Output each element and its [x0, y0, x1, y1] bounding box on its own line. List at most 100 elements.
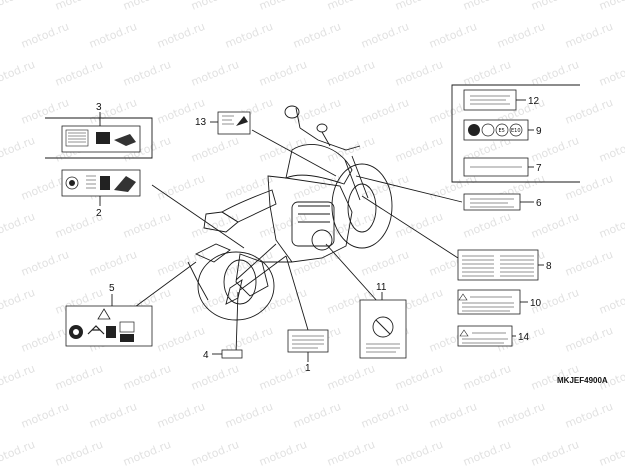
- watermark-text: motod.ru: [393, 438, 445, 468]
- watermark-text: motod.ru: [393, 134, 445, 165]
- mirror-right: [316, 123, 328, 133]
- watermark-text: motod.ru: [495, 400, 547, 431]
- engine-cover: [311, 229, 333, 251]
- watermark-text: motod.ru: [597, 286, 625, 317]
- watermark-text: motod.ru: [393, 362, 445, 393]
- watermark-text: motod.ru: [563, 20, 615, 51]
- callout-6: 6: [536, 198, 542, 209]
- watermark-text: motod.ru: [189, 210, 241, 241]
- watermark-text: motod.ru: [155, 20, 207, 51]
- leader-11: [325, 243, 379, 303]
- watermark-text: motod.ru: [495, 20, 547, 51]
- watermark-text: motod.ru: [189, 134, 241, 165]
- label-1: [287, 329, 329, 353]
- leader-4: [235, 291, 239, 355]
- watermark-text: motod.ru: [19, 20, 71, 51]
- watermark-text: motod.ru: [121, 0, 173, 13]
- watermark-text: motod.ru: [427, 20, 479, 51]
- seat: [221, 189, 277, 223]
- leader-2: [151, 184, 245, 249]
- watermark-text: motod.ru: [257, 134, 309, 165]
- watermark-text: motod.ru: [597, 0, 625, 13]
- callout-1: 1: [305, 363, 311, 374]
- watermark-text: motod.ru: [461, 362, 513, 393]
- watermark-text: motod.ru: [53, 438, 105, 468]
- muffler: [235, 253, 269, 297]
- watermark-text: motod.ru: [19, 324, 71, 355]
- callout-4: 4: [203, 350, 209, 361]
- watermark-text: motod.ru: [0, 362, 37, 393]
- watermark-text: motod.ru: [461, 210, 513, 241]
- watermark-text: motod.ru: [189, 286, 241, 317]
- watermark-text: motod.ru: [53, 58, 105, 89]
- label-12: [463, 89, 517, 111]
- watermark-text: motod.ru: [359, 400, 411, 431]
- watermark-text: motod.ru: [189, 362, 241, 393]
- callout-3: 3: [96, 102, 102, 113]
- watermark-text: motod.ru: [0, 286, 37, 317]
- mirror-left: [284, 105, 300, 119]
- watermark-text: motod.ru: [291, 248, 343, 279]
- watermark-text: motod.ru: [393, 0, 445, 13]
- panel-frames: [45, 84, 580, 183]
- watermark-text: motod.ru: [325, 438, 377, 468]
- watermark-text: motod.ru: [563, 96, 615, 127]
- watermark-text: motod.ru: [359, 248, 411, 279]
- front-disc: [347, 183, 377, 233]
- watermark-text: motod.ru: [121, 58, 173, 89]
- watermark-text: motod.ru: [53, 0, 105, 13]
- watermark-text: motod.ru: [257, 362, 309, 393]
- label-3: [61, 125, 141, 153]
- callout-7: 7: [536, 163, 542, 174]
- watermark-text: motod.ru: [19, 96, 71, 127]
- watermark-text: motod.ru: [0, 134, 37, 165]
- rear-wheel-hub: [223, 259, 257, 305]
- watermark-text: motod.ru: [529, 134, 581, 165]
- watermark-text: motod.ru: [597, 438, 625, 468]
- callout-stubs: [99, 99, 544, 362]
- panel-frame-3: [45, 117, 153, 159]
- callout-10: 10: [530, 298, 542, 309]
- label-13: [217, 111, 251, 135]
- watermark-text: motod.ru: [461, 0, 513, 13]
- watermark-text: motod.ru: [563, 248, 615, 279]
- watermark-text: motod.ru: [291, 20, 343, 51]
- watermark-text: motod.ru: [563, 400, 615, 431]
- watermark-text: motod.ru: [325, 134, 377, 165]
- watermark-text: motod.ru: [189, 438, 241, 468]
- watermark-text: motod.ru: [597, 210, 625, 241]
- watermark-text: motod.ru: [223, 172, 275, 203]
- callout-8: 8: [546, 261, 552, 272]
- watermark-text: motod.ru: [223, 20, 275, 51]
- watermark-text: motod.ru: [223, 400, 275, 431]
- watermark-text: motod.ru: [155, 172, 207, 203]
- watermark-text: motod.ru: [393, 210, 445, 241]
- watermark-text: motod.ru: [87, 20, 139, 51]
- label-4: [221, 349, 243, 359]
- watermark-text: motod.ru: [529, 438, 581, 468]
- watermark-text: motod.ru: [563, 172, 615, 203]
- watermark-text: motod.ru: [0, 0, 37, 13]
- watermark-text: motod.ru: [325, 58, 377, 89]
- watermark-text: motod.ru: [291, 400, 343, 431]
- watermark-text: motod.ru: [0, 58, 37, 89]
- watermark-text: motod.ru: [189, 58, 241, 89]
- diagram-code: MKJEF4900A: [557, 376, 608, 385]
- watermark-text: motod.ru: [359, 96, 411, 127]
- watermark-text: motod.ru: [121, 438, 173, 468]
- watermark-text: motod.ru: [427, 400, 479, 431]
- watermark-text: motod.ru: [461, 58, 513, 89]
- callout-14: 14: [518, 332, 530, 343]
- watermark-text: motod.ru: [257, 438, 309, 468]
- label-5: [65, 305, 153, 347]
- label-11: [359, 299, 407, 359]
- panel-frame-right: [451, 84, 580, 183]
- callout-5: 5: [109, 283, 115, 294]
- watermark-text: motod.ru: [461, 438, 513, 468]
- label-9-e10: E10: [511, 128, 521, 134]
- watermark-text: motod.ru: [529, 58, 581, 89]
- watermark-text: motod.ru: [257, 0, 309, 13]
- callout-12: 12: [528, 96, 540, 107]
